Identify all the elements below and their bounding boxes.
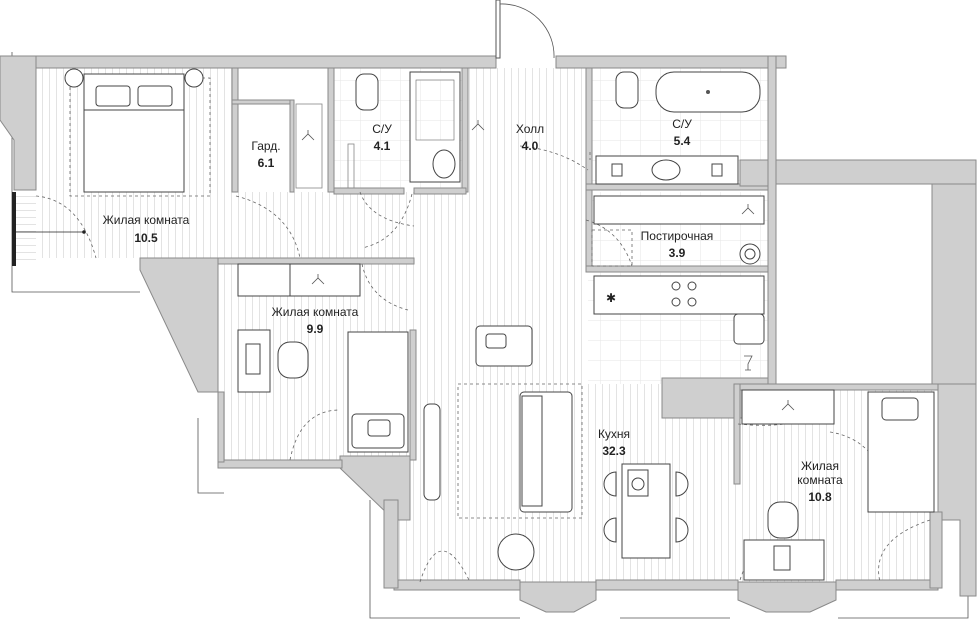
sink-icon: [733, 313, 765, 345]
lamp-icon: [64, 68, 84, 88]
entrance-door: [495, 0, 555, 59]
bath1-fixtures: [355, 71, 485, 183]
room-name-bath1: С/У: [372, 122, 392, 136]
table-round-icon: [497, 533, 535, 571]
tv-stand-icon: [423, 403, 441, 501]
bedroom2-furniture: [237, 263, 409, 453]
chair-icon: [277, 341, 309, 379]
room-area-bedroom3: 10.8: [808, 490, 832, 504]
room-area-bath2: 5.4: [674, 134, 691, 148]
room-name-bedroom3-line2: комната: [797, 473, 843, 487]
room-labels: Жилая комната 10.5 Гард. 6.1 С/У 4.1 Хол…: [12, 117, 843, 504]
sink-icon: [432, 149, 456, 179]
laundry-fixtures: [591, 195, 765, 267]
room-area-kitchen: 32.3: [602, 444, 626, 458]
svg-text:✱: ✱: [606, 291, 616, 305]
closet-shelves: [295, 103, 355, 189]
room-name-bedroom3-line1: Жилая: [801, 459, 839, 473]
room-area-bath1: 4.1: [374, 139, 391, 153]
room-area-bedroom2: 9.9: [307, 322, 324, 336]
room-name-hall: Холл: [516, 122, 544, 136]
room-area-closet: 6.1: [258, 156, 275, 170]
chair-icon: [767, 501, 799, 539]
room-area-hall: 4.0: [522, 139, 539, 153]
bath2-fixtures: [595, 71, 761, 185]
room-name-laundry: Постирочная: [641, 229, 714, 243]
room-area-laundry: 3.9: [669, 246, 686, 260]
hanger-icon: [301, 130, 315, 141]
bedroom1-furniture: [64, 68, 211, 197]
bedroom3-furniture: [741, 389, 935, 581]
dining-table: [603, 463, 689, 559]
room-name-bedroom1: Жилая комната: [103, 213, 190, 227]
toilet-icon: [355, 73, 379, 111]
room-name-kitchen: Кухня: [598, 427, 630, 441]
walls: [0, 55, 977, 613]
living-furniture: [423, 325, 583, 571]
kitchen-counter: ✱: [593, 275, 765, 371]
room-name-bedroom2: Жилая комната: [272, 305, 359, 319]
toilet-icon: [615, 71, 639, 109]
room-area-bedroom1: 10.5: [134, 231, 158, 245]
room-name-closet: Гард.: [251, 139, 280, 153]
room-name-bath2: С/У: [672, 117, 692, 131]
